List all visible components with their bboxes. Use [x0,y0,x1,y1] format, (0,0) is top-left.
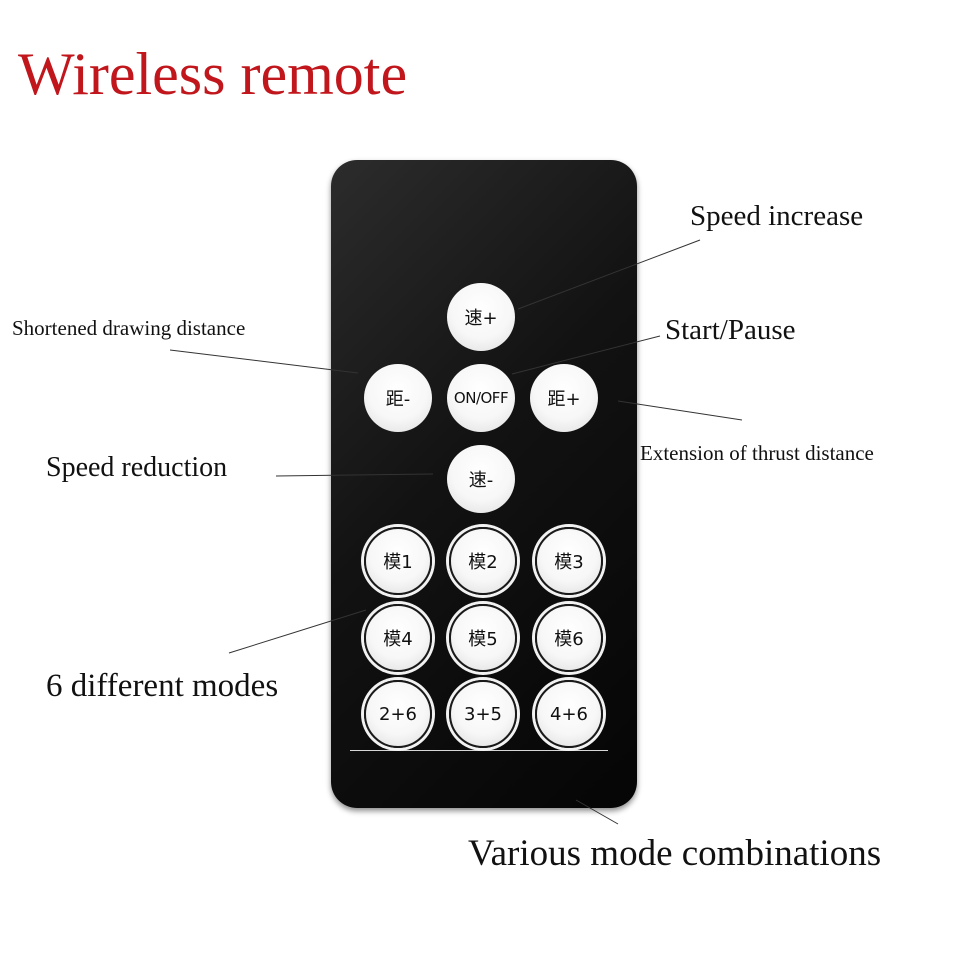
mode-3-button[interactable]: 模3 [535,527,603,595]
leader-start-pause [511,335,661,375]
speed-up-button[interactable]: 速+ [447,283,515,351]
leader-shortened-drawing [169,349,359,374]
combo-3-5-button[interactable]: 3+5 [449,680,517,748]
speed-down-button[interactable]: 速- [447,445,515,513]
leader-speed-reduction [275,473,434,477]
callout-speed-reduction: Speed reduction [46,452,228,483]
page-title: Wireless remote [18,41,408,107]
callout-six-modes: 6 different modes [46,668,279,704]
mode-4-button[interactable]: 模4 [364,604,432,672]
callout-speed-increase: Speed increase [690,200,864,232]
leader-extension-thrust [617,400,743,421]
combo-4-6-button[interactable]: 4+6 [535,680,603,748]
distance-up-button[interactable]: 距+ [530,364,598,432]
callout-shortened-drawing-distance: Shortened drawing distance [12,316,246,340]
mode-5-button[interactable]: 模5 [449,604,517,672]
callout-start-pause: Start/Pause [665,314,796,346]
on-off-button[interactable]: ON/OFF [447,364,515,432]
combo-2-6-button[interactable]: 2+6 [364,680,432,748]
callout-extension-thrust-distance: Extension of thrust distance [640,441,874,465]
leader-six-modes [228,609,367,654]
callout-various-mode-combinations: Various mode combinations [468,833,882,874]
leader-various-combinations [575,799,619,825]
mode-2-button[interactable]: 模2 [449,527,517,595]
mode-6-button[interactable]: 模6 [535,604,603,672]
remote-divider-line [350,750,608,751]
leader-speed-increase [517,239,701,310]
distance-down-button[interactable]: 距- [364,364,432,432]
mode-1-button[interactable]: 模1 [364,527,432,595]
